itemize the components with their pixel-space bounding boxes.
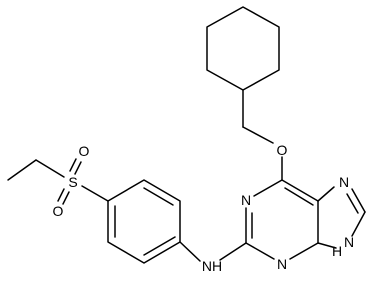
bond-c6-c5	[281, 179, 319, 202]
label-imidazole-nh-n: N	[344, 234, 354, 250]
bond-s-ch2	[35, 159, 65, 178]
bond-nh-aryl	[179, 241, 201, 262]
bond-n9-c4	[317, 242, 337, 249]
label-sulfonyl-o-top: O	[79, 143, 90, 159]
bond-s-o-top-a	[69, 158, 77, 172]
bond-n7-c8-inner	[346, 193, 359, 214]
bond-c8-n9	[351, 211, 366, 237]
bond-s-o-bottom-b	[62, 191, 70, 205]
label-sulfonyl-o-bottom: O	[53, 203, 64, 219]
bond-ch2-o	[242, 126, 274, 144]
bond-c6-n1	[253, 179, 283, 197]
label-ring-n-lower: N	[277, 256, 287, 272]
benzene-ring	[107, 179, 181, 264]
bond-ch2-ch3	[7, 159, 37, 181]
bond-s-o-bottom-a	[57, 188, 65, 202]
label-imidazole-nh-h: H	[332, 243, 342, 259]
bond-c2-n3	[245, 242, 275, 260]
cyclohexane-ring	[206, 6, 280, 91]
bond-s-o-top-b	[74, 161, 82, 175]
bond-c5-n7	[317, 186, 335, 202]
label-oxygen-ether: O	[277, 142, 288, 158]
label-ring-n-upper: N	[241, 192, 251, 208]
benzene-inner-1	[143, 236, 176, 256]
bond-c6-c5-inner	[284, 187, 314, 206]
label-sulfonyl-s: S	[68, 174, 77, 190]
bond-aryl-s	[81, 185, 109, 202]
bond-c2-nh	[219, 242, 247, 261]
label-amine-nh: NH	[202, 258, 222, 274]
label-imidazole-n: N	[339, 174, 349, 190]
benzene-inner-3	[143, 187, 174, 206]
bond-n3-c4	[289, 242, 319, 260]
bond-n7-c8	[351, 188, 366, 213]
